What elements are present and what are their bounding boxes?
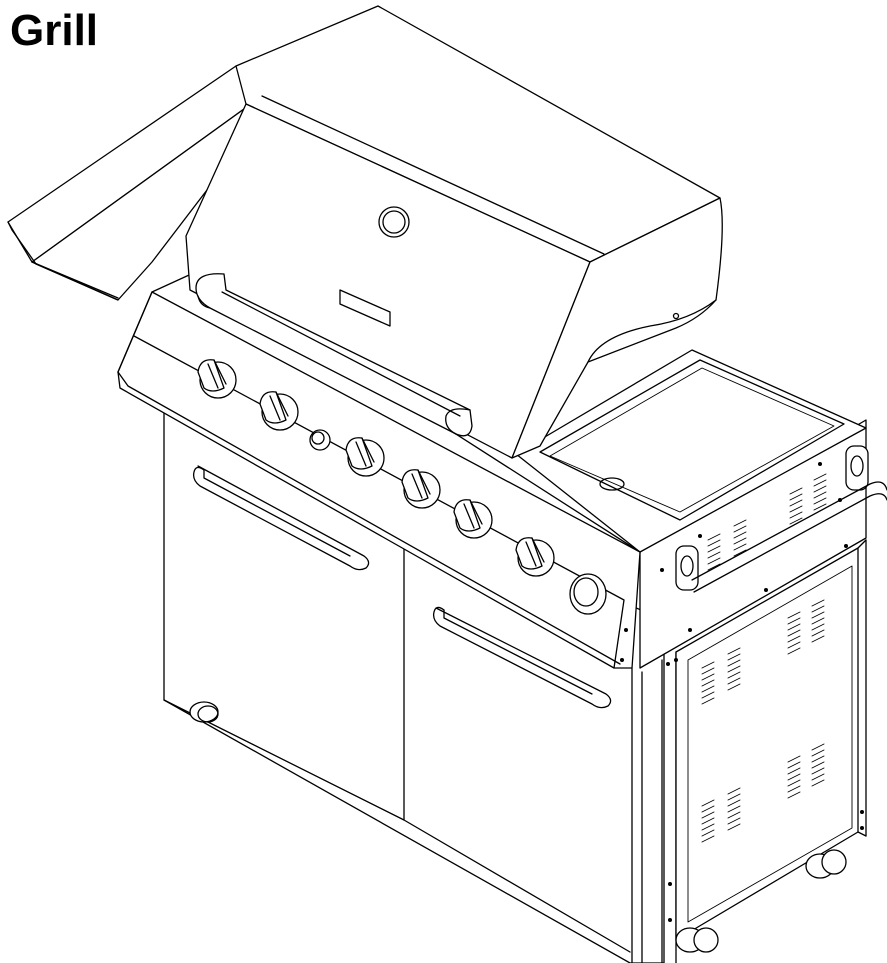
burner-knob xyxy=(515,537,555,577)
side-burner-igniter xyxy=(569,573,607,615)
burner-knob xyxy=(197,359,237,399)
page-title: Grill xyxy=(10,6,99,55)
side-burner-block xyxy=(515,349,887,669)
igniter-button xyxy=(309,429,331,451)
control-knobs xyxy=(197,359,607,615)
burner-knob xyxy=(259,391,299,431)
grill-lid xyxy=(185,5,723,459)
burner-knob xyxy=(345,437,385,477)
burner-knob xyxy=(401,469,441,509)
burner-knob xyxy=(453,499,493,539)
vent-slots xyxy=(701,473,827,843)
